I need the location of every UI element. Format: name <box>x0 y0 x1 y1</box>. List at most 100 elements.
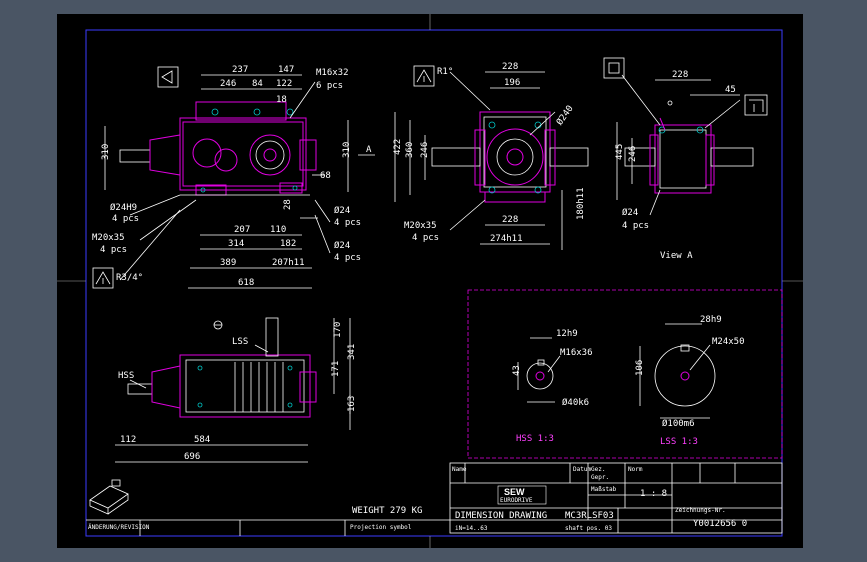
view-a-holes-line2: 4 pcs <box>622 221 649 231</box>
dim-side-422: 422 <box>393 139 403 155</box>
dim-front-618: 618 <box>238 278 254 288</box>
hss-detail <box>517 337 561 403</box>
dim-front-left-310: 310 <box>101 144 111 160</box>
bolt-note-line2: 6 pcs <box>316 81 343 91</box>
drawing-border <box>85 29 783 537</box>
section-mark-a: A <box>366 145 372 155</box>
dim-front-18: 18 <box>276 95 287 105</box>
dim-side-246: 246 <box>420 142 430 158</box>
lss-key: 28h9 <box>700 315 722 325</box>
lss-label: LSS <box>232 337 248 347</box>
lss-detail-title: LSS 1:3 <box>660 437 698 447</box>
isometric-box-icon <box>89 479 129 515</box>
r-label-front: R3/4° <box>116 273 143 283</box>
hss-height: 43 <box>512 365 522 376</box>
thread-note-line2: 4 pcs <box>100 245 127 255</box>
dim-view-a-45: 45 <box>725 85 736 95</box>
side-view <box>431 111 589 203</box>
dim-front-right-310: 310 <box>342 142 352 158</box>
dim-front-28: 28 <box>283 199 293 210</box>
border-ticks <box>57 14 803 548</box>
dim-front-237: 237 <box>232 65 248 75</box>
side-thread-line1: M20x35 <box>404 221 437 231</box>
shaft-detail-frame <box>467 289 783 459</box>
tb-cell-name: Name <box>452 466 467 473</box>
dim-side-180h11: 180h11 <box>576 187 586 220</box>
drain-icon <box>744 94 768 116</box>
lss-detail <box>639 323 716 419</box>
hss-thread: M16x36 <box>560 348 593 358</box>
rotation-icon <box>213 320 223 330</box>
tb-cell-date: Datum <box>573 466 591 473</box>
tb-shaft-pos: shaft pos. 03 <box>565 525 612 532</box>
tb-doc-number: Y0012656 0 <box>693 519 747 529</box>
dim-side-228-bottom: 228 <box>502 215 518 225</box>
sew-logo-text: SEW <box>504 487 525 497</box>
side-thread-line2: 4 pcs <box>412 233 439 243</box>
tb-revision-label: ÄNDERUNG/REVISION <box>88 524 150 531</box>
tb-scale-value: 1 : 8 <box>640 489 667 499</box>
lss-height: 106 <box>635 360 645 376</box>
dim-front-246: 246 <box>220 79 236 89</box>
dim-side-228-top: 228 <box>502 62 518 72</box>
dim-side-196: 196 <box>504 78 520 88</box>
top-view-dimensions <box>115 318 351 463</box>
dim-top-341: 341 <box>347 344 357 360</box>
view-a-dimensions <box>616 74 741 216</box>
view-a-label: View A <box>660 251 693 261</box>
vent-icon-side <box>413 65 435 87</box>
holes-left-line2: 4 pcs <box>112 214 139 224</box>
dim-top-170: 170 <box>333 322 343 338</box>
holes-right2-line1: Ø24 <box>334 240 350 251</box>
front-view-dimensions <box>104 74 375 289</box>
drawing-sheet <box>57 14 803 548</box>
side-view-dimensions <box>394 71 563 250</box>
holes-right1-line1: Ø24 <box>334 205 350 216</box>
dim-front-314: 314 <box>228 239 244 249</box>
dim-front-110: 110 <box>270 225 286 235</box>
holes-left-line1: Ø24H9 <box>110 202 137 213</box>
dim-view-a-445: 445 <box>615 144 625 160</box>
dim-side-274h11: 274h11 <box>490 234 523 244</box>
dim-view-a-246: 246 <box>628 146 638 162</box>
weight-label: WEIGHT 279 KG <box>352 506 422 516</box>
sew-logo-subtext: EURODRIVE <box>500 497 533 504</box>
view-a <box>624 100 754 194</box>
front-view <box>119 101 317 196</box>
title-block <box>86 462 783 536</box>
dim-view-a-228: 228 <box>672 70 688 80</box>
tb-projection: Projection symbol <box>350 524 412 531</box>
r-label-side: R1° <box>437 67 453 77</box>
lss-dia: Ø100m6 <box>662 418 695 429</box>
dim-top-171: 171 <box>331 361 341 377</box>
dim-side-360: 360 <box>405 142 415 158</box>
oil-fill-icon <box>603 57 625 79</box>
hss-detail-title: HSS 1:3 <box>516 434 554 444</box>
tb-doc-title: DIMENSION DRAWING <box>455 511 547 521</box>
tb-cell-drawn: Gez. <box>591 466 605 473</box>
tb-cell-drawing-no: Zeichnungs-Nr. <box>675 507 726 514</box>
dim-top-584: 584 <box>194 435 210 445</box>
vent-plug-icon <box>92 267 114 289</box>
tb-model: MC3RLSF03 <box>565 511 614 521</box>
thread-note-line1: M20x35 <box>92 233 125 243</box>
tb-ratio: iN=14..63 <box>455 525 488 532</box>
hss-label: HSS <box>118 371 134 381</box>
dim-front-122: 122 <box>276 79 292 89</box>
dim-top-163: 163 <box>347 396 357 412</box>
oil-level-icon <box>157 66 179 88</box>
dim-front-389: 389 <box>220 258 236 268</box>
bolt-note-line1: M16x32 <box>316 68 349 78</box>
holes-right1-line2: 4 pcs <box>334 218 361 228</box>
hss-key: 12h9 <box>556 329 578 339</box>
tb-cell-scale: Maßstab <box>591 486 617 493</box>
tb-cell-checked: Gepr. <box>591 474 609 481</box>
lss-thread: M24x50 <box>712 337 745 347</box>
dim-front-84: 84 <box>252 79 263 89</box>
dim-front-147: 147 <box>278 65 294 75</box>
holes-right2-line2: 4 pcs <box>334 253 361 263</box>
dim-front-207h11: 207h11 <box>272 258 305 268</box>
dim-front-207: 207 <box>234 225 250 235</box>
dim-front-68: 68 <box>320 171 331 181</box>
